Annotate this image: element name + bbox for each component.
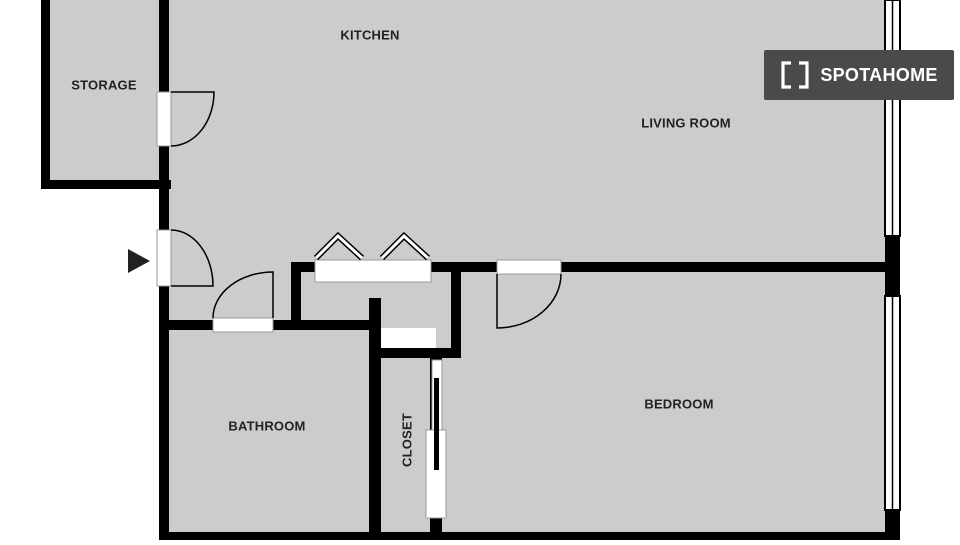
- folding-door-icon: [314, 233, 364, 260]
- niche-right-wall: [451, 262, 461, 358]
- storage-floor: [50, 0, 162, 180]
- door-swing-icon: [170, 91, 215, 147]
- living-room-label: LIVING ROOM: [641, 115, 731, 131]
- entry-doorway: [156, 229, 172, 287]
- bathroom-floor: [166, 328, 370, 540]
- niche-folding-opening: [314, 259, 432, 283]
- door-swing-icon: [496, 273, 562, 329]
- bedroom-top-wall: [561, 262, 896, 272]
- walls: [41, 0, 900, 540]
- bracket-logo-icon: [781, 61, 809, 89]
- bathroom-doorway: [212, 317, 274, 333]
- bedroom-label: BEDROOM: [644, 396, 714, 412]
- niche-left-wall: [291, 262, 301, 330]
- bedroom-doorway: [496, 259, 562, 275]
- niche-top-wall-right: [431, 262, 497, 272]
- hall-floor: [162, 260, 302, 328]
- bathroom-top-wall-left: [159, 320, 213, 330]
- folding-door-icon: [380, 233, 430, 260]
- storage-left-wall: [41, 0, 50, 189]
- bedroom-floor: [436, 272, 890, 540]
- kitchen-label: KITCHEN: [340, 27, 400, 43]
- main-left-wall-top: [159, 0, 169, 92]
- storage-label: STORAGE: [71, 77, 137, 93]
- bathroom-top-wall-right: [273, 320, 381, 330]
- closet-label: CLOSET: [399, 413, 415, 467]
- right-wall-stub: [885, 236, 900, 296]
- door-swing-icon: [170, 229, 214, 287]
- bottom-wall: [159, 532, 900, 540]
- storage-doorway: [156, 91, 172, 147]
- bathroom-label: BATHROOM: [228, 418, 306, 434]
- folding-doors: [313, 231, 431, 261]
- main-left-wall-bottom: [159, 286, 169, 540]
- storage-bottom-wall: [41, 180, 171, 189]
- closet-door-track: [434, 378, 439, 470]
- spotahome-logo: SPOTAHOME: [764, 50, 954, 100]
- kitchen-living-floor: [162, 0, 890, 268]
- door-swings: [170, 91, 562, 329]
- niche-top-wall-left: [291, 262, 315, 272]
- logo-brand-text: SPOTAHOME: [820, 64, 938, 85]
- door-swing-icon: [212, 271, 274, 319]
- entry-arrow-icon: [128, 249, 150, 273]
- closet-left-wall: [369, 298, 381, 540]
- main-left-wall-mid: [159, 146, 169, 230]
- niche-bottom-wall: [369, 348, 461, 358]
